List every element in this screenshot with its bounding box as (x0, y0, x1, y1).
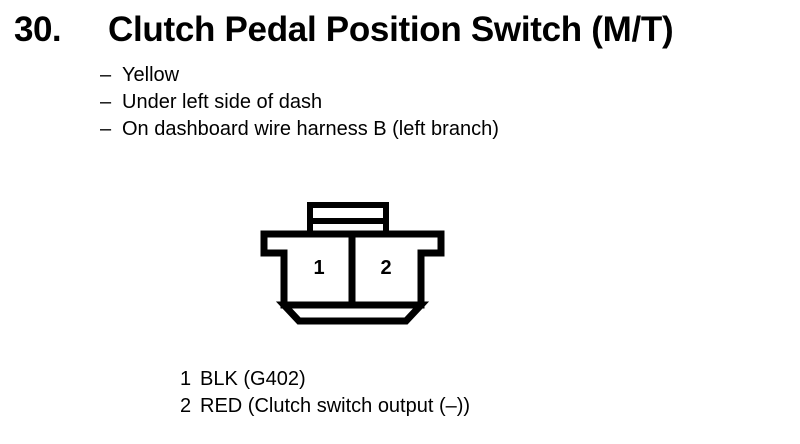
legend-row: 2 RED (Clutch switch output (–)) (180, 393, 740, 420)
legend-pin-description: RED (Clutch switch output (–)) (200, 395, 471, 417)
item-number: 30. (14, 10, 62, 49)
legend-row: 1 BLK (G402) (180, 366, 740, 393)
connector-locking-tab (307, 202, 389, 237)
connector-bottom-lip (275, 301, 430, 325)
dash-bullet-icon: – (100, 118, 112, 140)
legend-pin-description: BLK (G402) (200, 368, 306, 390)
description-list: –Yellow –Under left side of dash –On das… (100, 62, 700, 143)
page-heading: 30. Clutch Pedal Position Switch (M/T) (0, 8, 800, 54)
list-item: –On dashboard wire harness B (left branc… (100, 116, 700, 143)
connector-diagram: 1 2 (250, 195, 455, 325)
pin-legend: 1 BLK (G402) 2 RED (Clutch switch output (… (180, 366, 740, 420)
legend-pin-number: 2 (180, 395, 192, 417)
list-item-label: On dashboard wire harness B (left branch… (122, 118, 499, 140)
pin-number-1: 1 (313, 257, 324, 279)
pin-number-2: 2 (380, 257, 391, 279)
connector-illustration: 1 2 (260, 202, 445, 325)
legend-pin-number: 1 (180, 368, 192, 390)
dash-bullet-icon: – (100, 91, 112, 113)
list-item: –Yellow (100, 62, 700, 89)
list-item-label: Yellow (122, 64, 180, 86)
page-title: Clutch Pedal Position Switch (M/T) (108, 10, 674, 49)
dash-bullet-icon: – (100, 64, 112, 86)
list-item: –Under left side of dash (100, 89, 700, 116)
list-item-label: Under left side of dash (122, 91, 323, 113)
